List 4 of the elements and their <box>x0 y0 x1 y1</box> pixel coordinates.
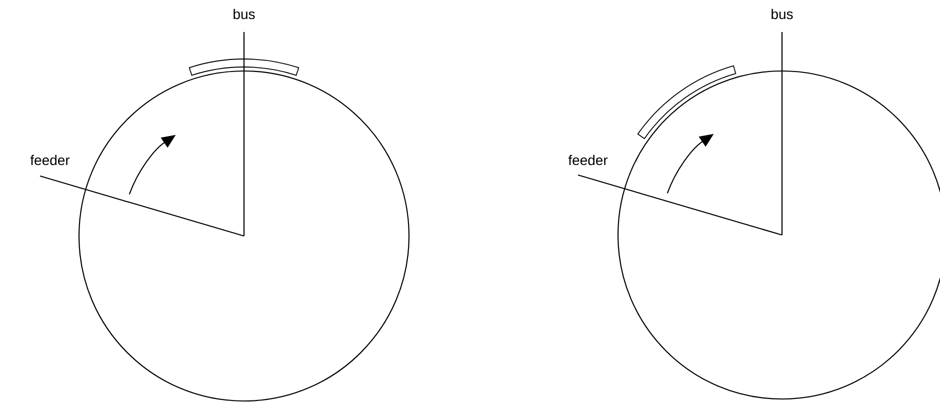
label: feeder <box>568 154 608 166</box>
label: bus <box>772 8 793 20</box>
label: feeder <box>30 154 70 166</box>
label: bus <box>234 8 255 20</box>
